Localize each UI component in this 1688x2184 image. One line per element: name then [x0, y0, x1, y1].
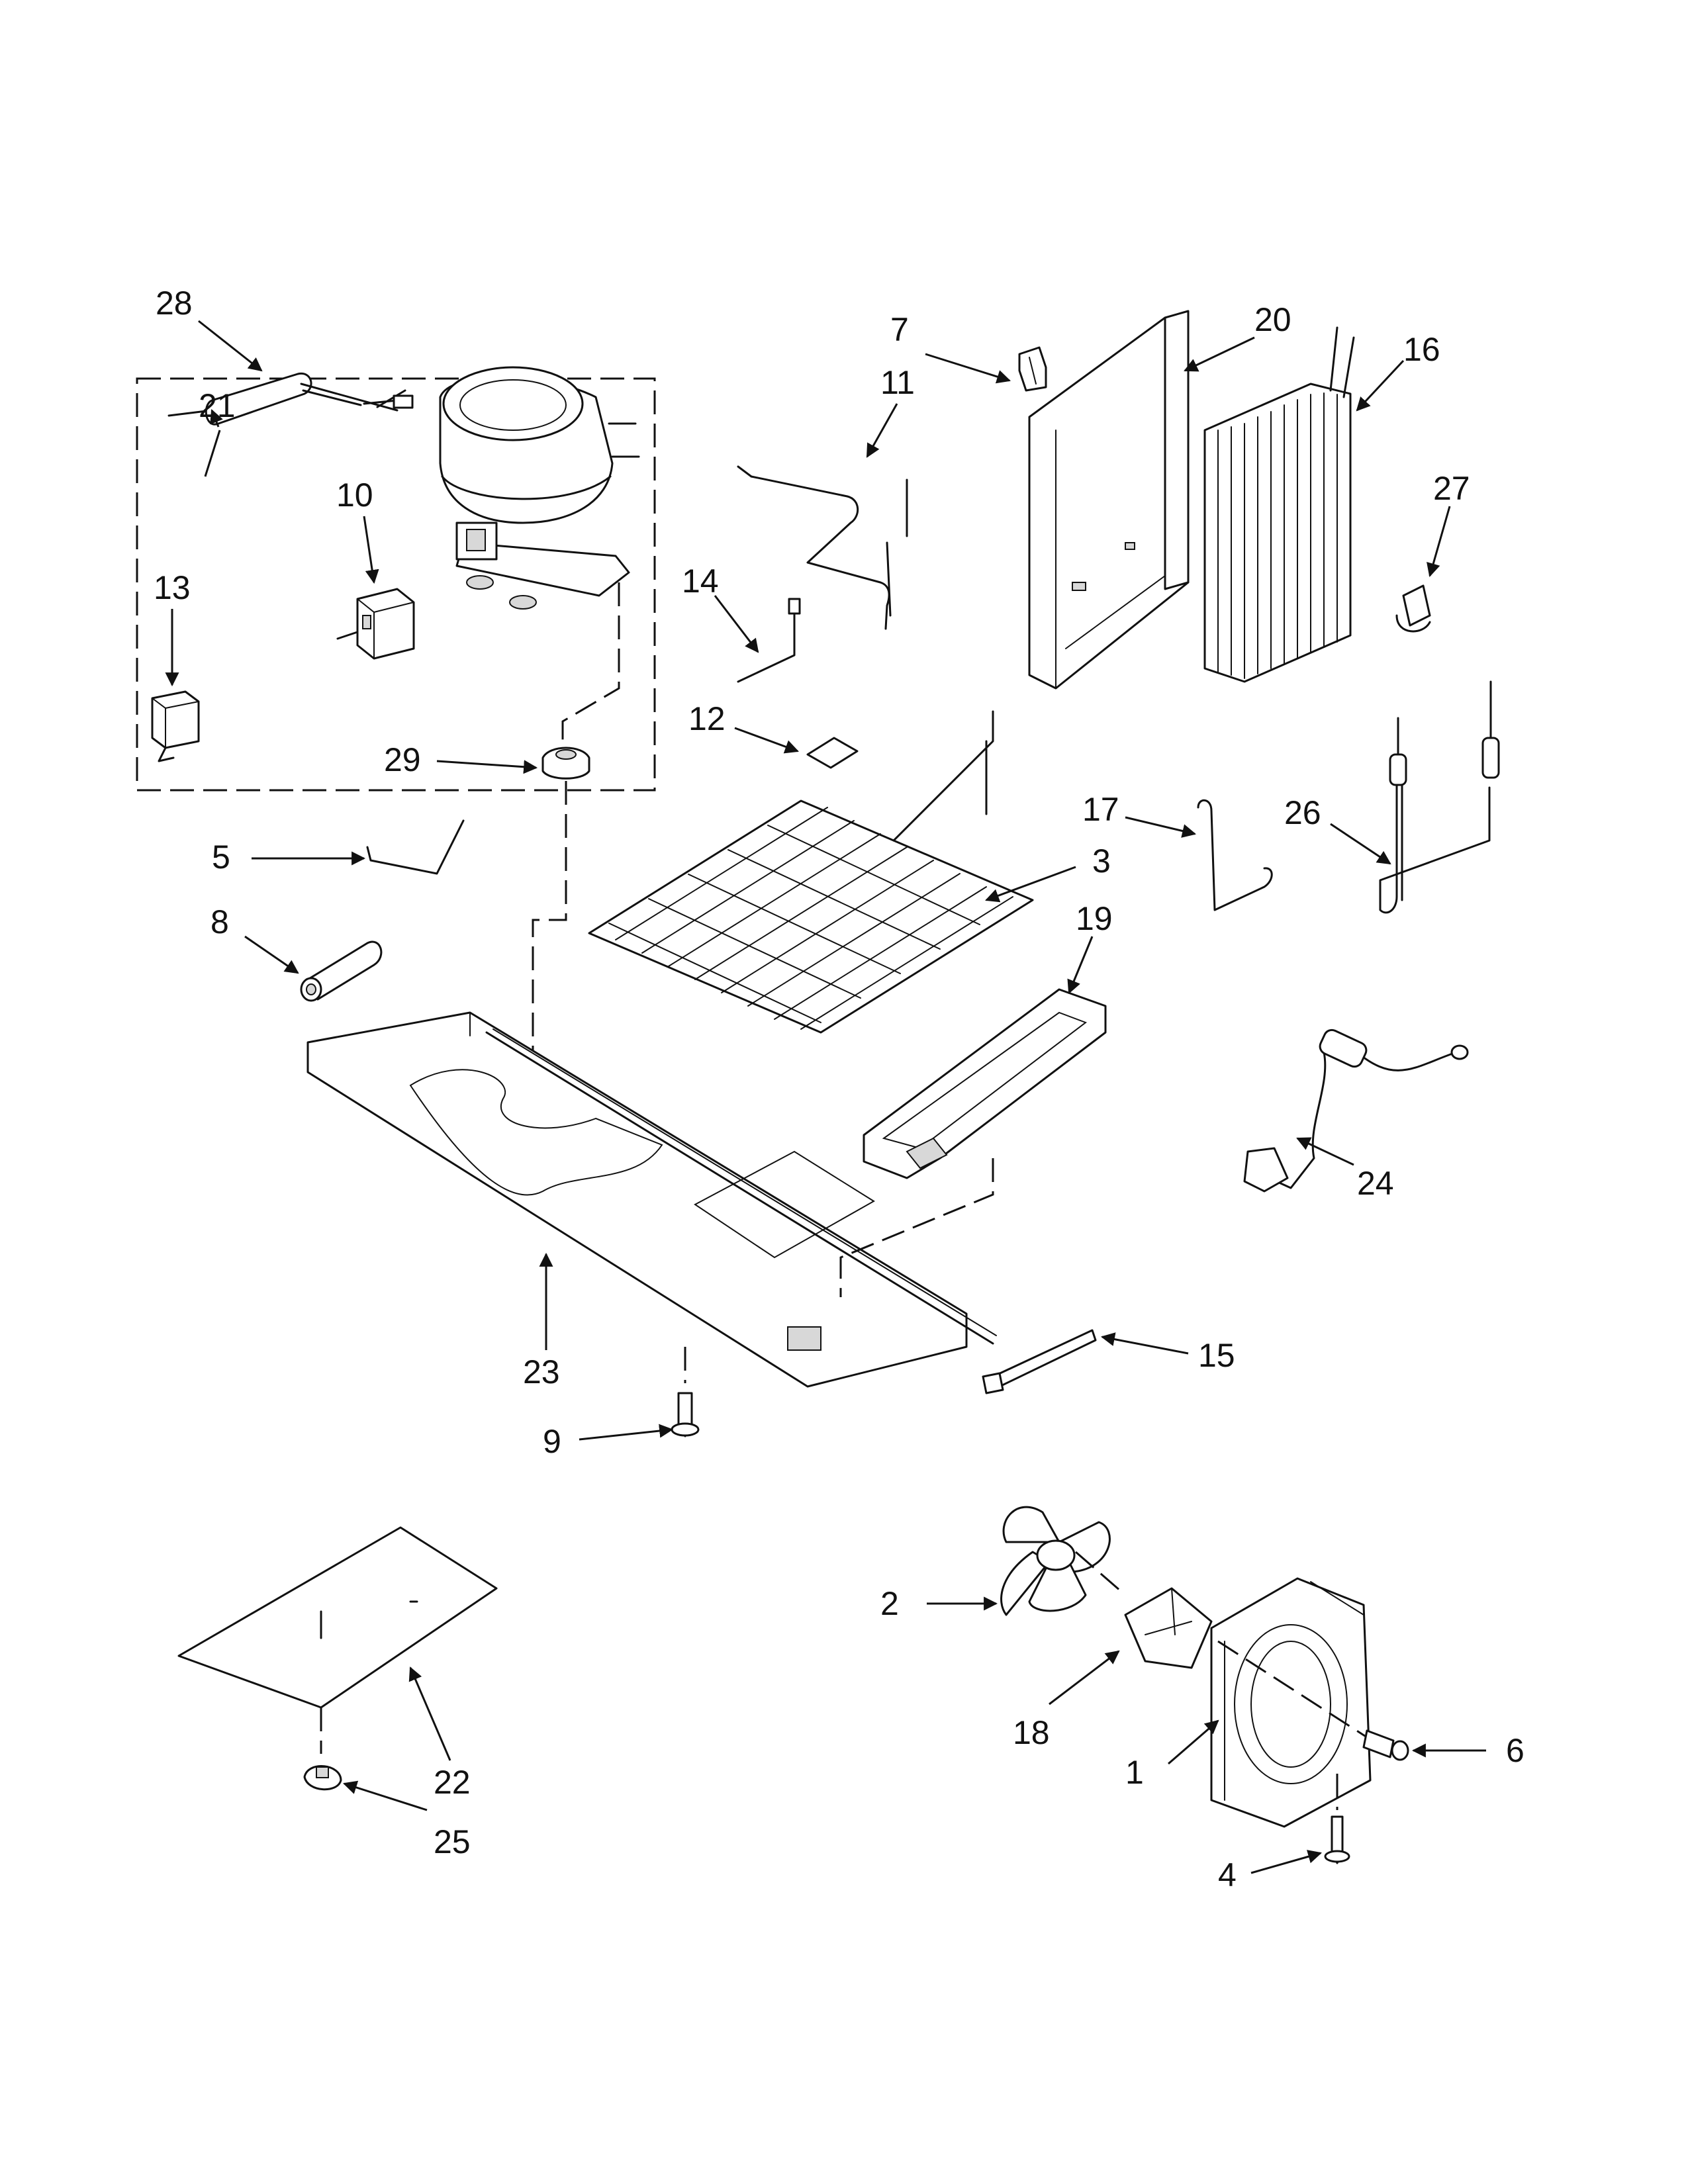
compressor: [439, 366, 640, 610]
callout-12: 12: [688, 700, 726, 737]
callout-8: 8: [211, 903, 229, 940]
callout-13: 13: [154, 569, 191, 606]
spacer-tube: [300, 940, 383, 1002]
discharge-tube: [737, 465, 908, 630]
drain-pan: [863, 988, 1107, 1179]
callout-29: 29: [384, 741, 421, 778]
callout-4: 4: [1218, 1856, 1237, 1893]
callout-6: 6: [1506, 1732, 1524, 1769]
tubing-clip: [1395, 584, 1431, 633]
callout-9: 9: [543, 1423, 561, 1460]
tube-fitting: [737, 598, 801, 683]
shroud-screw: [1217, 1640, 1409, 1761]
callout-22: 22: [434, 1764, 471, 1801]
callout-26: 26: [1284, 794, 1321, 831]
callout-23: 23: [523, 1353, 560, 1390]
callout-15: 15: [1198, 1337, 1235, 1374]
callout-16: 16: [1403, 331, 1440, 368]
callout-2: 2: [880, 1585, 899, 1622]
power-cord: [1243, 1028, 1469, 1193]
callout-3: 3: [1092, 842, 1111, 880]
callout-25: 25: [434, 1823, 471, 1860]
mounting-bracket: [806, 737, 859, 769]
callout-18: 18: [1013, 1714, 1050, 1751]
sheet-clip: [303, 1765, 342, 1791]
callout-19: 19: [1076, 900, 1113, 937]
callout-11: 11: [880, 364, 915, 401]
fan-motor: [1075, 1551, 1213, 1669]
callout-leaders: [165, 320, 1486, 1874]
overload-relay: [336, 588, 415, 660]
callout-17: 17: [1082, 791, 1119, 828]
callout-21: 21: [199, 387, 236, 424]
wire-retainer: [366, 819, 465, 875]
callout-28: 28: [156, 285, 193, 322]
cable-tie: [982, 1329, 1097, 1394]
callout-10: 10: [336, 477, 373, 514]
condenser-coil: [588, 710, 1034, 1034]
callout-7: 7: [890, 311, 909, 348]
callout-24: 24: [1357, 1165, 1394, 1202]
fan-blade: [1000, 1506, 1111, 1616]
callout-27: 27: [1433, 470, 1470, 507]
retaining-clip: [1018, 346, 1047, 392]
drier: [167, 372, 414, 426]
callout-14: 14: [682, 563, 719, 600]
hook-tube: [1197, 799, 1273, 911]
callout-numbers: 28 21 10 13 29 5 8 7 11 14 12 20 16 27 1…: [154, 285, 1524, 1893]
callout-1: 1: [1125, 1754, 1144, 1791]
callout-5: 5: [212, 839, 230, 876]
screw: [671, 1347, 700, 1437]
insulation-sheet: [177, 1526, 498, 1754]
shroud-bottom-screw: [1324, 1774, 1350, 1864]
capillary-assembly: [1379, 680, 1500, 914]
start-device: [151, 690, 200, 762]
base-plate: [306, 1011, 997, 1388]
evaporator-cover: [1028, 310, 1190, 690]
callout-20: 20: [1254, 301, 1291, 338]
evaporator-coil: [1203, 326, 1355, 683]
fan-shroud: [1210, 1577, 1372, 1828]
grommet: [541, 747, 590, 780]
